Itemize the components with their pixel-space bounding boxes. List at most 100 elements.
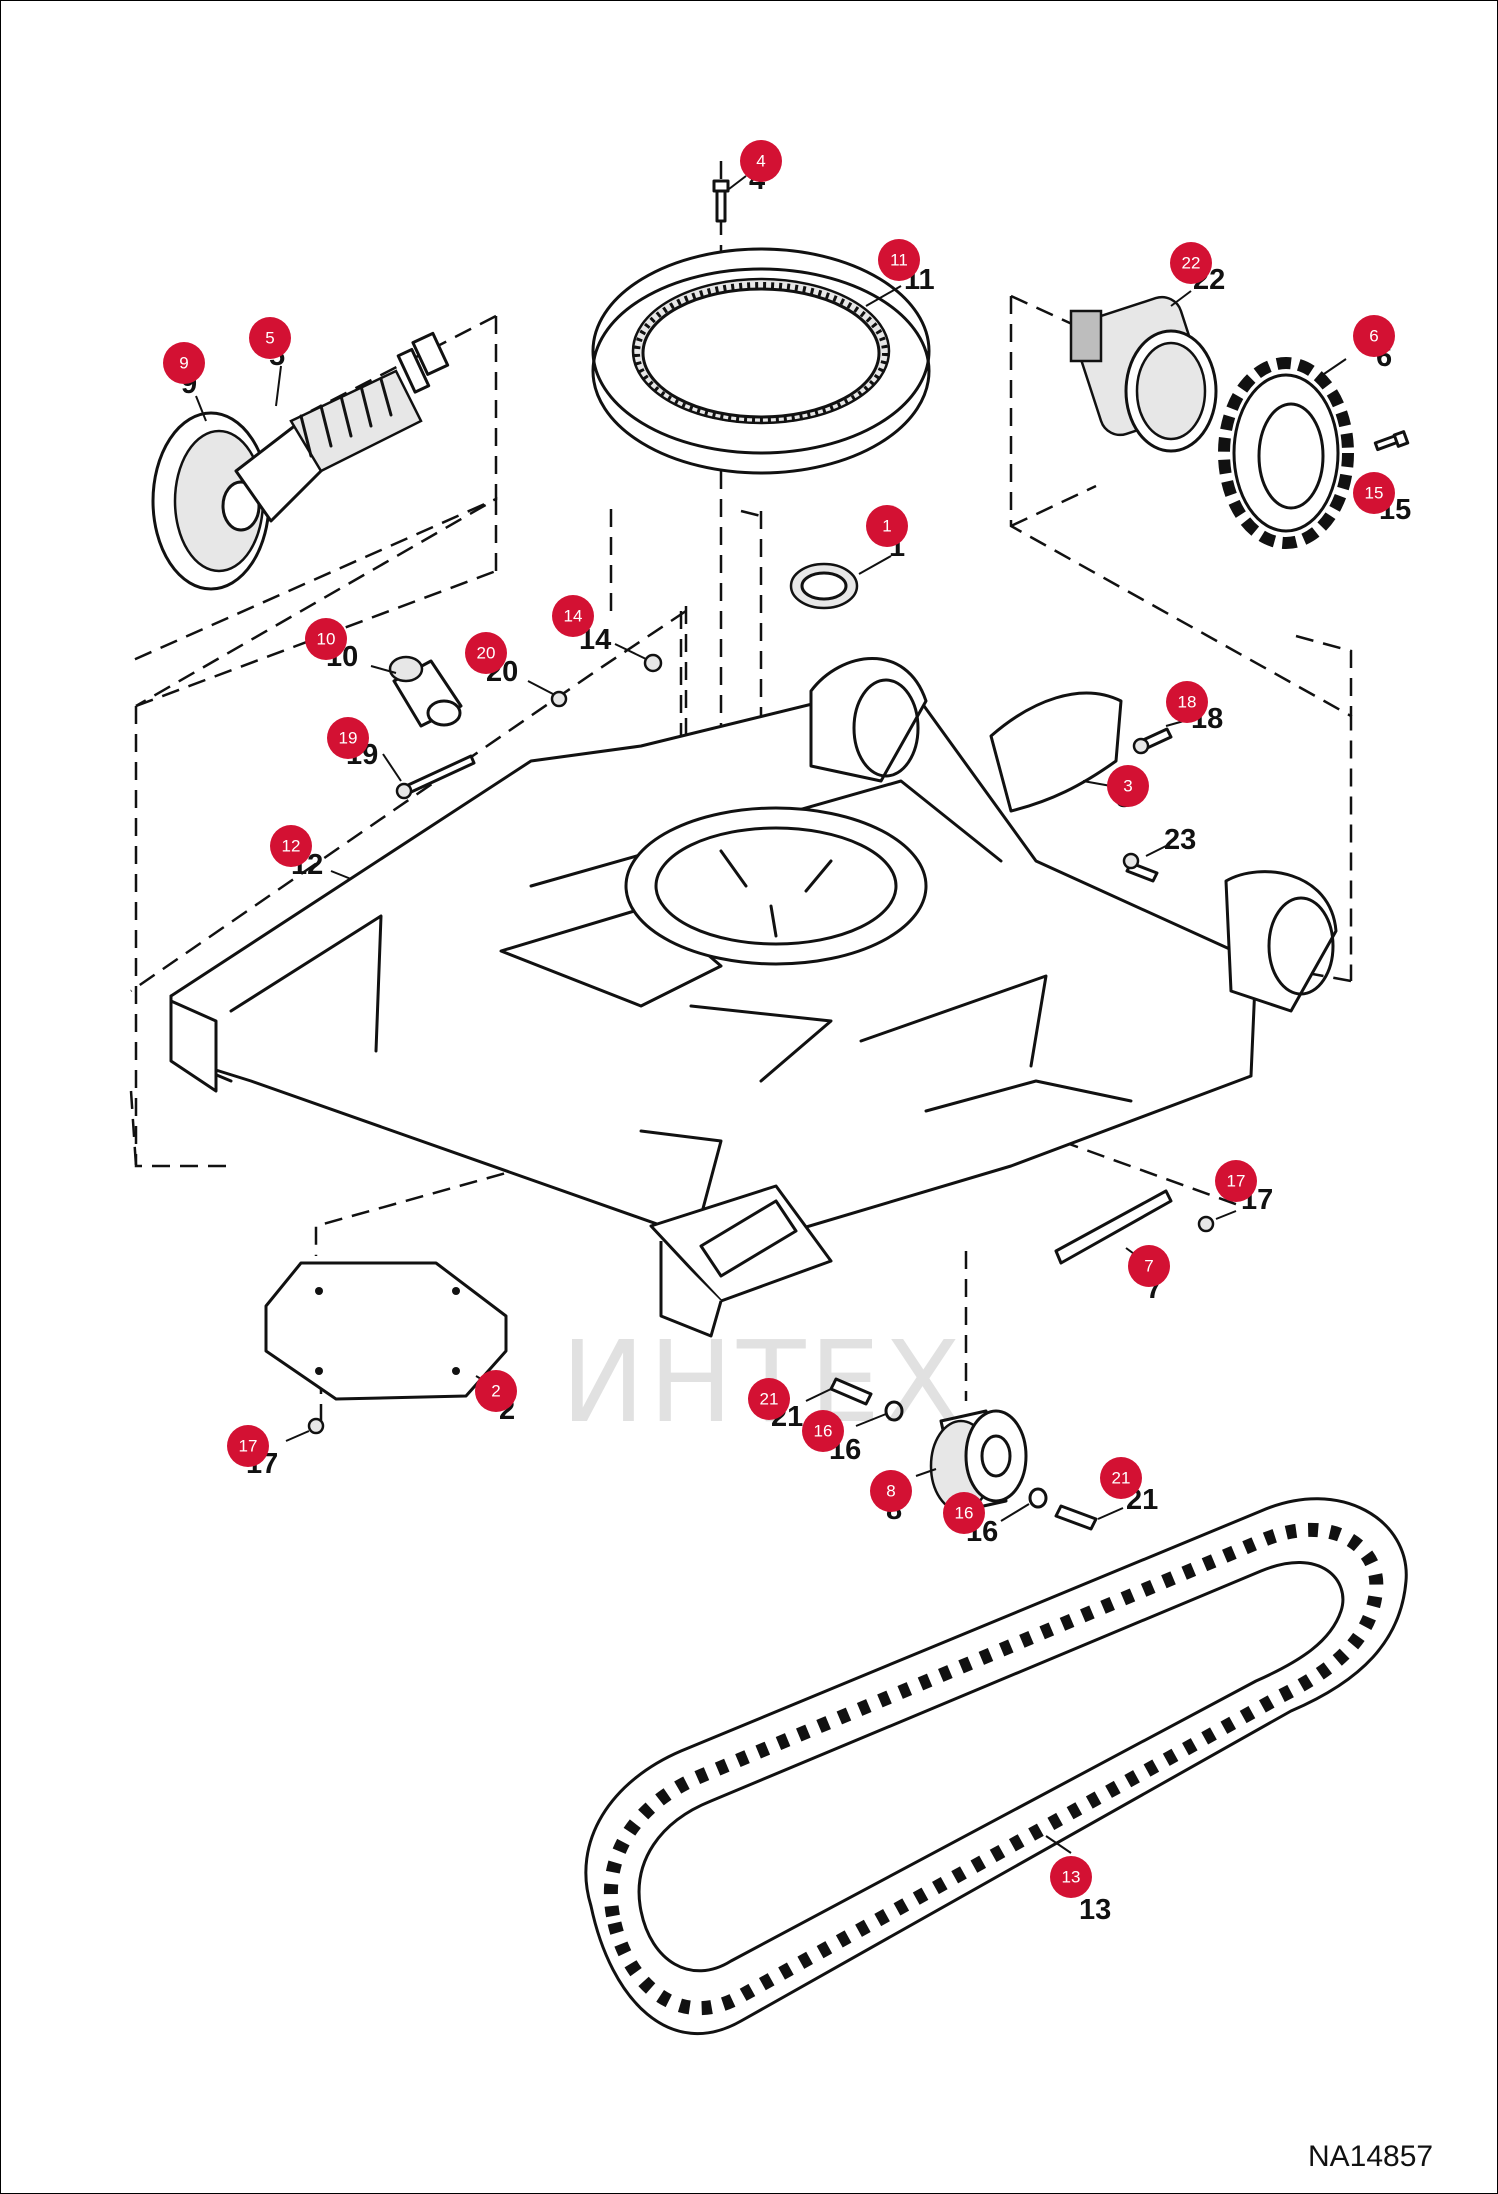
- callout-label: 23: [1164, 824, 1196, 856]
- callout-badge: 3: [1107, 765, 1149, 807]
- callout-16a: 16 16: [802, 1410, 887, 1466]
- callout-12: 12 12: [270, 825, 352, 881]
- svg-text:18: 18: [1178, 693, 1197, 712]
- part-rubber-track-13: [584, 1497, 1408, 2035]
- svg-text:17: 17: [239, 1437, 258, 1456]
- part-bracket-7: [1054, 1189, 1173, 1265]
- part-idler-9: [151, 411, 271, 591]
- callout-3: 3 3: [1082, 765, 1149, 814]
- callout-13: 13 13: [1045, 1835, 1111, 1926]
- callout-9: 9 9: [163, 342, 207, 422]
- callout-badge: 6: [1353, 315, 1395, 357]
- svg-text:21: 21: [1112, 1469, 1131, 1488]
- part-undercarriage-frame-12: [169, 657, 1338, 1338]
- part-track-roller-8: [929, 1409, 1028, 1513]
- callout-10: 10 10: [305, 618, 397, 674]
- part-bolt-23: [1122, 852, 1159, 883]
- callout-badge: 17: [227, 1425, 269, 1467]
- callout-6: 6 6: [1320, 315, 1395, 377]
- part-travel-motor-22: [1069, 295, 1218, 453]
- callout-label: 13: [1079, 1894, 1111, 1926]
- callout-badge: 22: [1170, 242, 1212, 284]
- svg-text:8: 8: [886, 1482, 895, 1501]
- callout-19: 19 19: [327, 717, 402, 782]
- callout-badge: 11: [878, 239, 920, 281]
- callout-11: 11 11: [865, 239, 935, 307]
- part-bolt-15: [1373, 430, 1410, 452]
- part-swing-bearing-11: [591, 247, 931, 475]
- callout-badge: 17: [1215, 1160, 1257, 1202]
- svg-text:5: 5: [265, 329, 274, 348]
- part-seal-1: [789, 562, 859, 610]
- callout-badge: 21: [1100, 1457, 1142, 1499]
- svg-text:4: 4: [756, 152, 765, 171]
- part-washer-16a: [884, 1400, 904, 1422]
- callout-badge: 2: [475, 1370, 517, 1412]
- svg-text:9: 9: [179, 354, 188, 373]
- callout-17b: 17 17: [227, 1425, 310, 1480]
- svg-text:6: 6: [1369, 327, 1378, 346]
- callout-badge: 16: [802, 1410, 844, 1452]
- callout-18: 18 18: [1165, 681, 1223, 735]
- part-recoil-spring-5: [234, 331, 450, 523]
- part-bolt-21b: [1054, 1504, 1098, 1531]
- callout-21b: 21 21: [1097, 1457, 1158, 1520]
- callout-badge: 16: [943, 1492, 985, 1534]
- callout-8: 8 8: [870, 1468, 937, 1526]
- svg-text:11: 11: [890, 251, 908, 270]
- part-spacer-10: [388, 655, 463, 728]
- callout-badge: 13: [1050, 1856, 1092, 1898]
- drawing-number: NA14857: [1308, 2140, 1433, 2173]
- part-bolt-21a: [829, 1377, 873, 1406]
- part-bolt-19: [395, 754, 476, 800]
- svg-text:16: 16: [955, 1504, 974, 1523]
- callout-badge: 9: [163, 342, 205, 384]
- svg-text:13: 13: [1062, 1868, 1081, 1887]
- callout-badge: 8: [870, 1470, 912, 1512]
- callout-badge: 20: [465, 632, 507, 674]
- callout-20: 20 20: [465, 632, 554, 695]
- callout-14: 14 14: [552, 595, 647, 660]
- part-bolt-17b: [307, 1417, 325, 1435]
- svg-text:7: 7: [1144, 1257, 1153, 1276]
- svg-text:21: 21: [760, 1390, 779, 1409]
- part-bolt-4: [712, 179, 730, 223]
- svg-text:1: 1: [882, 517, 891, 536]
- callout-7: 7 7: [1125, 1245, 1170, 1305]
- callout-23: 23: [1145, 824, 1196, 857]
- svg-text:17: 17: [1227, 1172, 1246, 1191]
- callout-15: 15 15: [1353, 472, 1411, 526]
- callout-badge: 7: [1128, 1245, 1170, 1287]
- part-nut-14: [643, 653, 663, 673]
- callout-badge: 15: [1353, 472, 1395, 514]
- part-washer-16b: [1028, 1487, 1048, 1509]
- svg-text:16: 16: [814, 1422, 833, 1441]
- callout-5: 5 5: [249, 317, 291, 407]
- callout-badge: 14: [552, 595, 594, 637]
- svg-text:2: 2: [491, 1382, 500, 1401]
- callout-badge: 10: [305, 618, 347, 660]
- callout-1: 1 1: [858, 505, 908, 575]
- callout-17a: 17 17: [1215, 1160, 1273, 1220]
- callout-badge: 21: [748, 1378, 790, 1420]
- svg-text:3: 3: [1123, 777, 1132, 796]
- part-bolt-18: [1132, 727, 1173, 755]
- callout-badge: 18: [1166, 681, 1208, 723]
- part-bolt-20: [550, 690, 568, 708]
- callout-badge: 19: [327, 717, 369, 759]
- callout-16b: 16 16: [943, 1492, 1030, 1548]
- callout-badge: 12: [270, 825, 312, 867]
- callout-badge: 5: [249, 317, 291, 359]
- callout-2: 2 2: [475, 1370, 517, 1426]
- svg-text:14: 14: [564, 607, 583, 626]
- svg-text:10: 10: [317, 630, 336, 649]
- svg-text:12: 12: [282, 837, 301, 856]
- callout-badge: 1: [866, 505, 908, 547]
- svg-text:15: 15: [1365, 484, 1384, 503]
- part-bolt-17a: [1197, 1215, 1215, 1233]
- svg-text:20: 20: [477, 644, 496, 663]
- callout-21a: 21 21: [748, 1378, 832, 1433]
- part-cover-3: [989, 691, 1123, 813]
